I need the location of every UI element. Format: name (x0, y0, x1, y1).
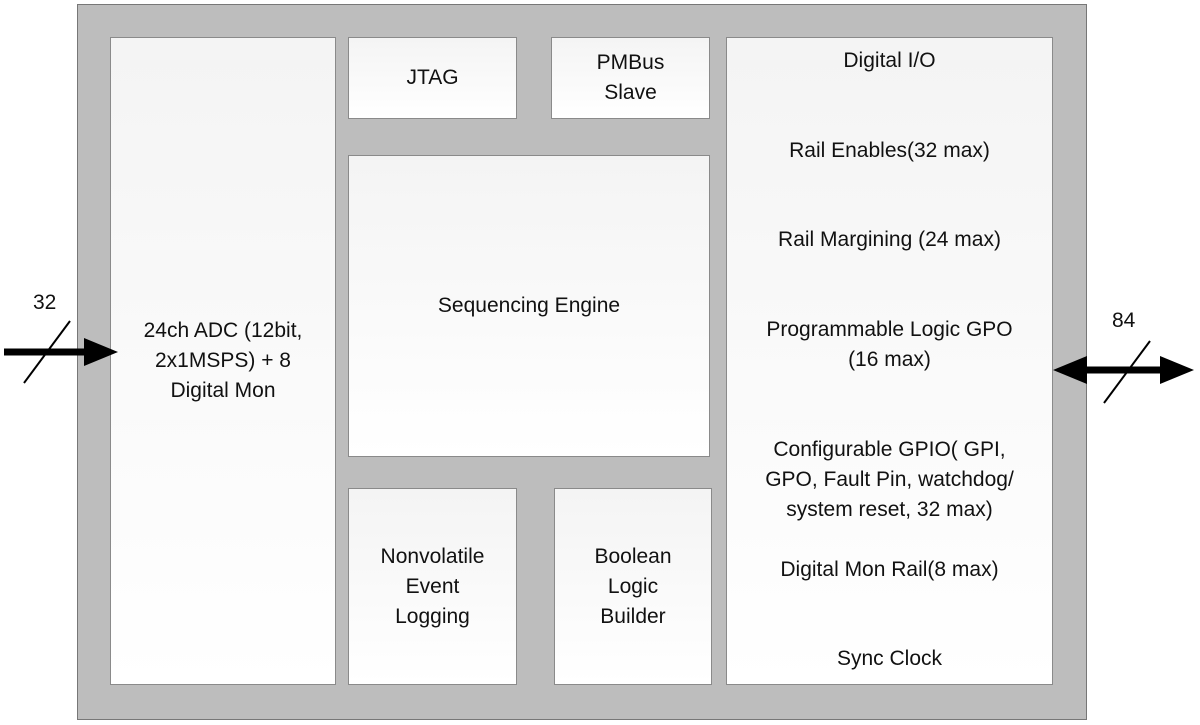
io-bus-width-label: 84 (1112, 309, 1136, 332)
adc-label: 24ch ADC (12bit, 2x1MSPS) + 8 Digital Mo… (143, 319, 303, 402)
sync-clock-label: Sync Clock (836, 647, 943, 670)
input-bus-arrow (4, 320, 118, 384)
adc-block: 24ch ADC (12bit, 2x1MSPS) + 8 Digital Mo… (110, 37, 336, 685)
digital-io-title: Digital I/O (843, 49, 936, 72)
configurable-gpio-label: Configurable GPIO( GPI, GPO, Fault Pin, … (765, 438, 1014, 521)
pmbus-block: PMBus Slave (551, 37, 710, 119)
sequencing-engine-block: Sequencing Engine (348, 155, 710, 457)
jtag-block: JTAG (348, 37, 517, 119)
event-logging-label: Nonvolatile Event Logging (380, 544, 485, 628)
pmbus-label: PMBus Slave (596, 51, 665, 104)
boolean-logic-block: Boolean Logic Builder (554, 488, 712, 685)
input-bus-width-label: 32 (33, 291, 57, 314)
digital-io-block: Digital I/O Rail Enables(32 max) Rail Ma… (726, 37, 1053, 685)
digital-mon-rail-label: Digital Mon Rail(8 max) (780, 558, 999, 581)
jtag-label: JTAG (406, 66, 459, 89)
rail-enables-label: Rail Enables(32 max) (789, 139, 990, 162)
programmable-logic-gpo-label: Programmable Logic GPO (16 max) (766, 318, 1013, 371)
io-bus-arrow (1053, 340, 1194, 404)
rail-margining-label: Rail Margining (24 max) (778, 228, 1001, 251)
sequencing-engine-label: Sequencing Engine (437, 294, 621, 317)
boolean-logic-label: Boolean Logic Builder (594, 544, 672, 628)
event-logging-block: Nonvolatile Event Logging (348, 488, 517, 685)
